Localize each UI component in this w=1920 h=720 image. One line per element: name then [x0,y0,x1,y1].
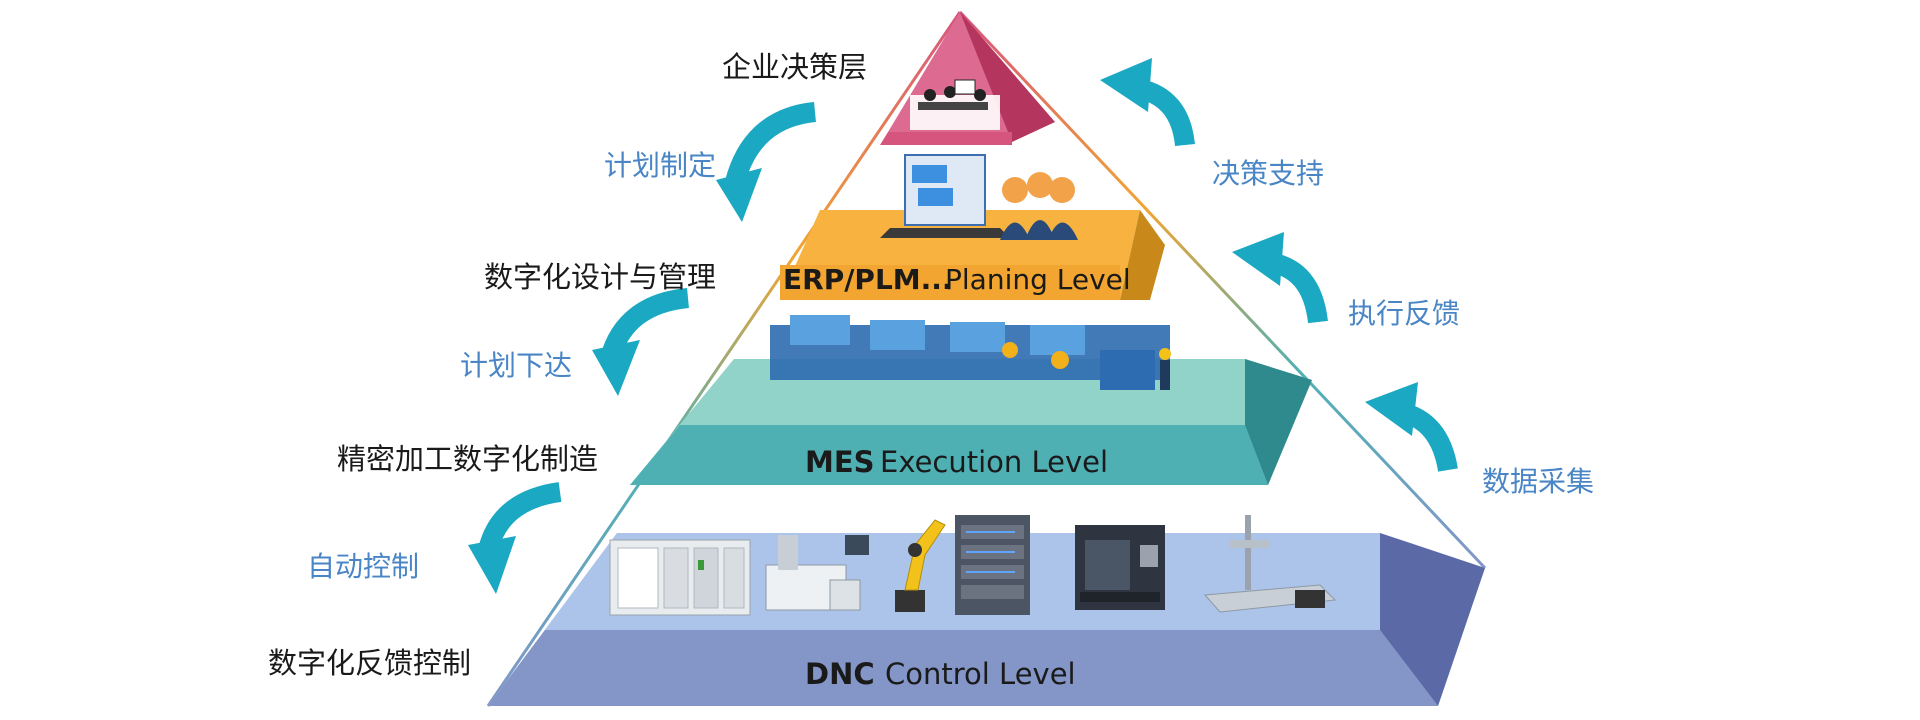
up-arrow-2 [1232,232,1328,324]
layer-execution: MES Execution Level [630,315,1312,485]
up-arrow-1 [1100,58,1195,147]
planning-bar-code: ERP/PLM... [783,263,953,296]
flow-label-data-collection: 数据采集 [1482,465,1595,498]
side-label-execution: 精密加工数字化制造 [337,442,599,476]
layer-decision [880,12,1055,145]
flow-label-execution-feedback: 执行反馈 [1348,297,1461,330]
production-line-icon [770,315,1171,390]
down-arrow-2 [592,288,690,396]
planning-bar-text: Planing Level [945,263,1131,296]
server-icon [955,515,1030,615]
down-arrow-1 [716,102,817,222]
up-arrow-3 [1365,382,1458,472]
cnc-lathe-icon [765,535,869,611]
side-label-control: 数字化反馈控制 [268,646,472,680]
cmm-icon [1203,515,1337,613]
flow-label-plan-making: 计划制定 [604,149,717,182]
control-bar-text: Control Level [885,657,1076,691]
flow-label-decision-support: 决策支持 [1212,157,1325,190]
side-label-decision: 企业决策层 [722,50,868,84]
control-bar-code: DNC [805,657,875,691]
execution-bar-code: MES [805,445,875,479]
robot-arm-icon [895,519,946,612]
plc-icon [609,539,751,616]
workers-icon [1000,172,1078,240]
machining-center-icon [1075,525,1165,610]
side-label-planning: 数字化设计与管理 [484,260,717,294]
flow-label-auto-control: 自动控制 [307,550,420,583]
pyramid-outline [486,10,1487,707]
flow-label-plan-issuing: 计划下达 [460,349,573,382]
execution-bar-text: Execution Level [880,445,1108,479]
meeting-icon [910,79,1000,130]
layer-planning: ERP/PLM... Planing Level [780,143,1165,300]
layer-control: DNC Control Level [488,515,1485,706]
monitor-icon [880,154,1010,238]
down-arrow-3 [468,482,562,594]
